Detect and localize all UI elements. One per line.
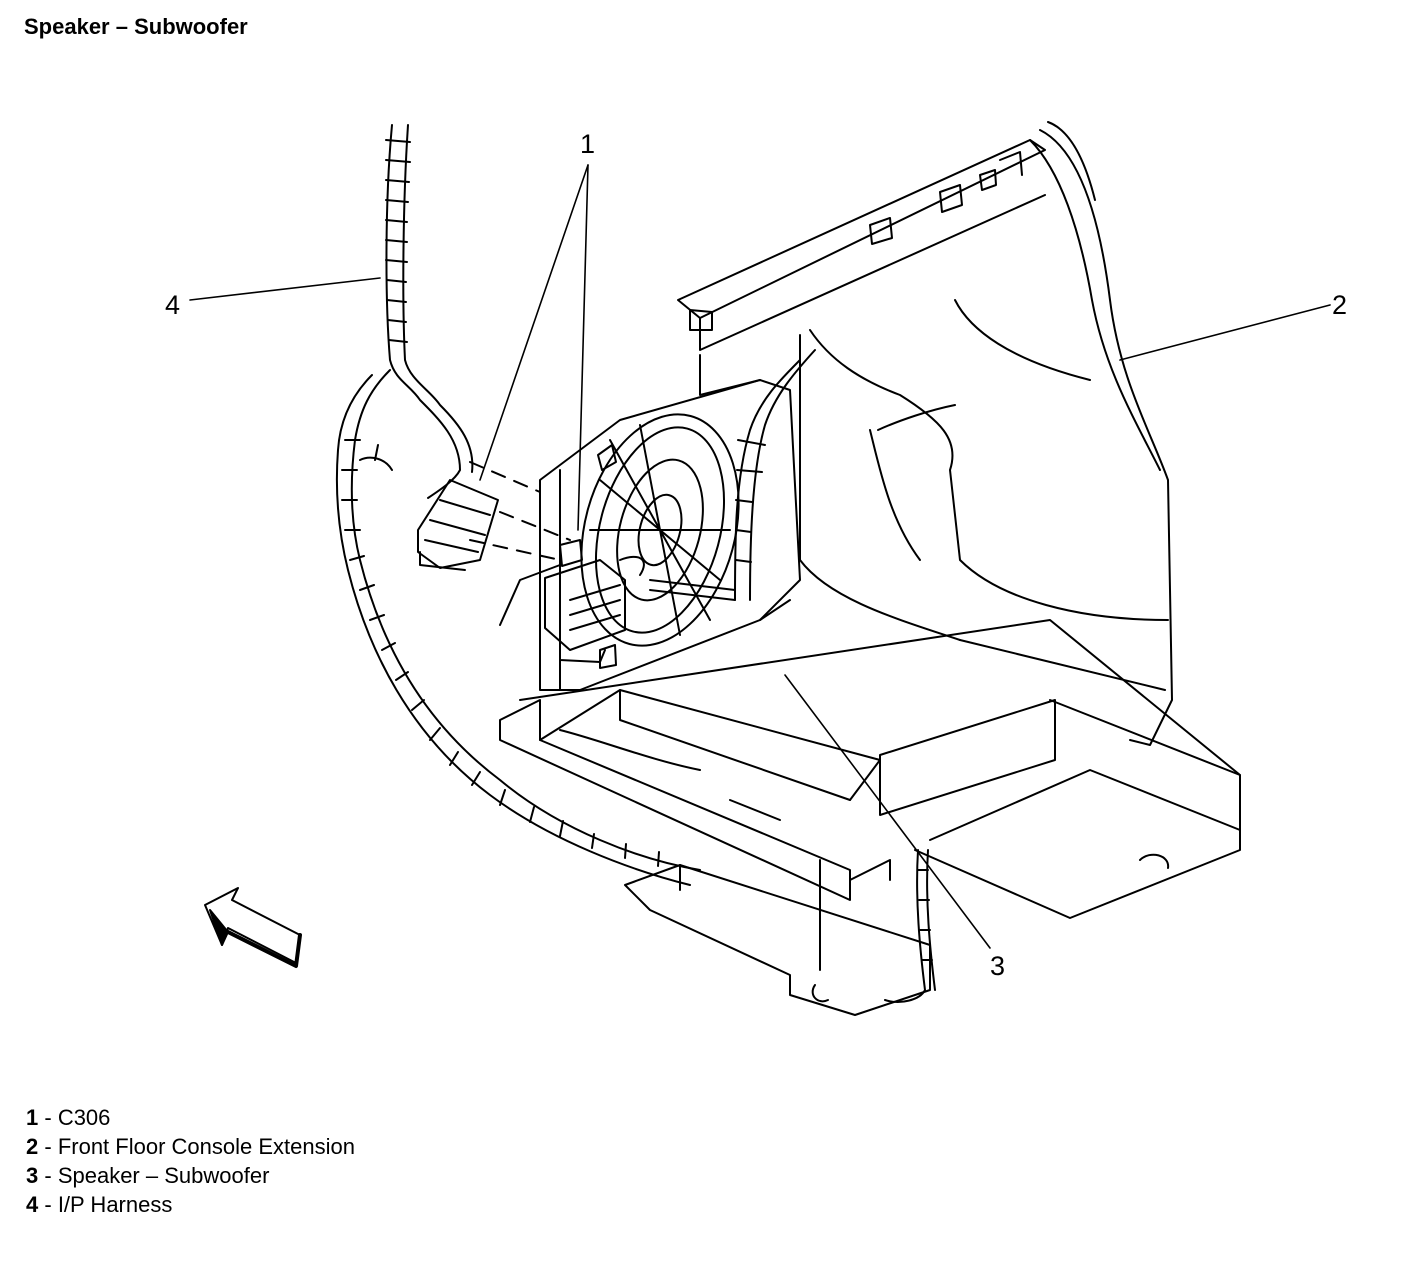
- leader-lines: [189, 164, 1331, 949]
- connector-c306-harness: [417, 461, 571, 626]
- callout-4: 4: [165, 290, 180, 320]
- legend-item: 2 - Front Floor Console Extension: [26, 1134, 355, 1159]
- callout-3: 3: [990, 951, 1005, 981]
- ip-harness: [335, 124, 936, 1003]
- subwoofer-housing: [539, 354, 801, 691]
- callout-1: 1: [580, 129, 595, 159]
- diagram-title: Speaker – Subwoofer: [24, 14, 248, 39]
- legend: 1 - C306 2 - Front Floor Console Extensi…: [26, 1103, 355, 1219]
- legend-item: 3 - Speaker – Subwoofer: [26, 1163, 270, 1188]
- legend-item: 1 - C306: [26, 1105, 111, 1130]
- console-extension: [499, 121, 1241, 1016]
- legend-item: 4 - I/P Harness: [26, 1192, 173, 1217]
- connector-c306-mating: [544, 555, 645, 663]
- callout-2: 2: [1332, 290, 1347, 320]
- view-direction-arrow-icon: [204, 887, 302, 968]
